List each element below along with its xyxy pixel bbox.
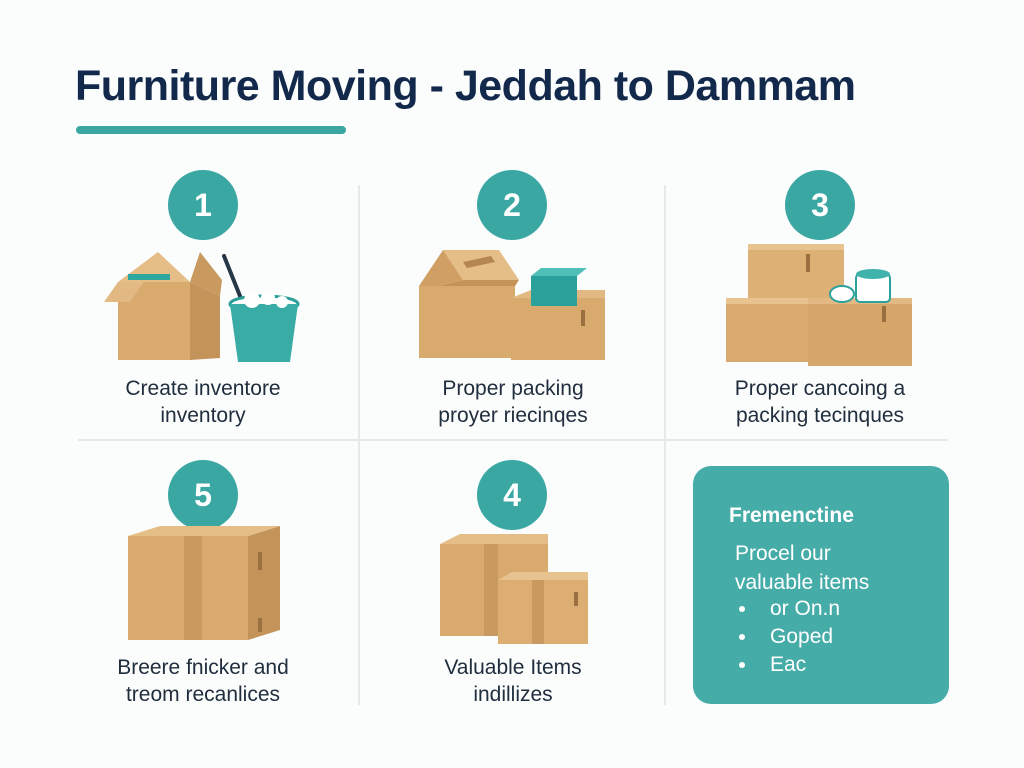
info-card-bullet: Eac	[739, 651, 840, 679]
title-underline	[76, 126, 346, 134]
info-card-bullet: Goped	[739, 623, 840, 651]
grid-divider-vertical-right	[664, 185, 666, 705]
step-1-badge: 1	[168, 170, 238, 240]
step-3-caption: Proper cancoing a packing tecinques	[700, 375, 940, 429]
page-title: Furniture Moving - Jeddah to Dammam	[75, 62, 856, 110]
step-5-caption: Breere fnicker and treom recanlices	[88, 654, 318, 708]
step-4-caption-line1: Valuable Items	[444, 656, 582, 679]
step-4-caption: Valuable Items indillizes	[398, 654, 628, 708]
step-2-caption: Proper packing proyer riecinqes	[398, 375, 628, 429]
step-4-badge: 4	[477, 460, 547, 530]
step-2-caption-line1: Proper packing	[442, 377, 584, 400]
grid-divider-horizontal	[78, 439, 948, 441]
large-box-icon	[128, 526, 280, 640]
info-card: Fremenctine Procel our valuable items or…	[693, 466, 949, 704]
step-1-caption-line1: Create inventore	[125, 377, 281, 400]
two-boxes-icon	[440, 534, 588, 644]
step-1-caption-line2: inventory	[160, 404, 246, 427]
info-card-body-line2: valuable items	[735, 571, 870, 594]
step-3-badge: 3	[785, 170, 855, 240]
step-1-caption: Create inventore inventory	[88, 375, 318, 429]
info-card-list: or On.n Goped Eac	[739, 595, 840, 679]
step-4-caption-line2: indillizes	[473, 683, 553, 706]
step-2-caption-line2: proyer riecinqes	[438, 404, 588, 427]
info-card-bullet: or On.n	[739, 595, 840, 623]
step-2-badge: 2	[477, 170, 547, 240]
stacked-boxes-and-cup-icon	[726, 244, 912, 366]
step-5-caption-line1: Breere fnicker and	[117, 656, 289, 679]
open-box-and-bucket-icon	[104, 252, 300, 362]
step-3-caption-line1: Proper cancoing a	[734, 377, 906, 400]
info-card-title: Fremenctine	[729, 504, 854, 527]
info-card-body-line1: Procel our	[735, 542, 831, 565]
step-5-caption-line2: treom recanlices	[125, 683, 281, 706]
grid-divider-vertical-left	[358, 185, 360, 705]
info-card-body: Procel our valuable items	[735, 539, 869, 597]
packed-boxes-icon	[419, 250, 605, 360]
step-5-badge: 5	[168, 460, 238, 530]
step-3-caption-line2: packing tecinques	[735, 404, 905, 427]
